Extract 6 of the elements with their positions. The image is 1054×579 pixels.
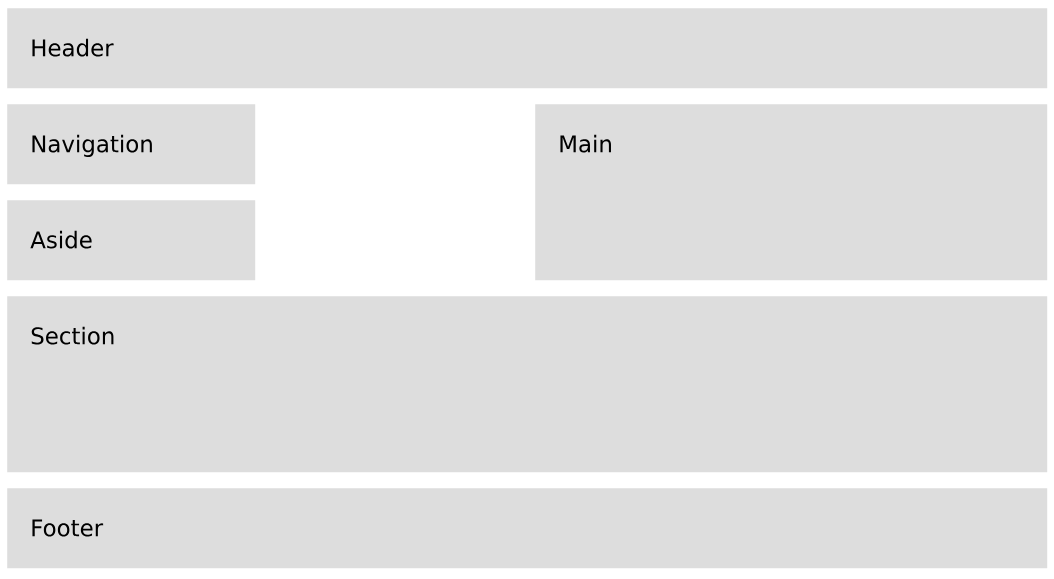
layout-box: Header — [7, 8, 1048, 89]
layout-box: Main — [535, 104, 1048, 281]
layout-box: Section — [7, 296, 1048, 473]
layout-box: Navigation — [7, 104, 256, 185]
layout-box: Footer — [7, 488, 1048, 569]
layout-box: Aside — [7, 200, 256, 281]
